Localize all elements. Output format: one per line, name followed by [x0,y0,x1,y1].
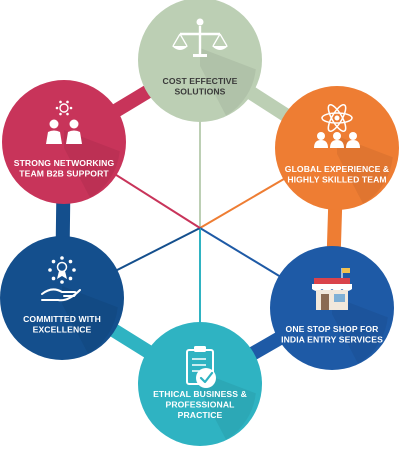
global-team-icon [314,104,360,148]
node-label-line: STRONG NETWORKING [14,158,115,168]
node-circle [0,236,124,360]
node-label-line: PRACTICE [178,410,223,420]
node-shadow [200,48,256,116]
node-shadow [332,296,388,364]
node-circle [138,0,262,122]
node-label-line: ETHICAL BUSINESS & [153,389,247,399]
clipboard-check-icon [186,346,216,388]
node-label: GLOBAL EXPERIENCE &HIGHLY SKILLED TEAM [285,164,389,185]
node-label-line: COST EFFECTIVE [163,76,238,86]
node-label-line: PROFESSIONAL [165,399,234,409]
scales-icon [172,18,228,57]
node-shadow [64,130,120,198]
node-shadow [337,136,393,204]
node-label-line: GLOBAL EXPERIENCE & [285,164,389,174]
node-label-line: INDIA ENTRY SERVICES [281,335,383,345]
node-shadow [62,286,118,354]
hand-award-icon [41,256,81,302]
diagram-node-global: GLOBAL EXPERIENCE &HIGHLY SKILLED TEAM [275,86,399,210]
node-label-line: TEAM B2B SUPPORT [19,169,109,179]
node-shadow [200,372,256,440]
storefront-icon [312,268,352,310]
node-label-line: EXCELLENCE [33,325,92,335]
node-label-line: ONE STOP SHOP FOR [286,324,380,334]
node-label-line: HIGHLY SKILLED TEAM [287,175,386,185]
node-label-line: SOLUTIONS [174,87,225,97]
networking-team-icon [46,100,82,144]
node-circle [2,80,126,204]
node-label-line: COMMITTED WITH [23,314,101,324]
